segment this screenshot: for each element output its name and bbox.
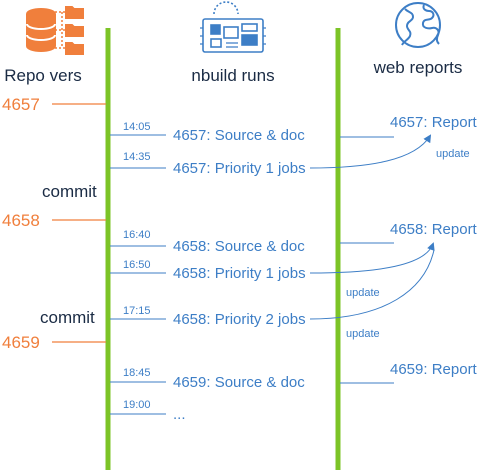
run-time: 14:35 [123,151,151,163]
report-label: 4658: Report [390,221,478,238]
run-label: 4659: Source & doc [173,374,305,391]
update-arrow [309,242,435,274]
run-item: 19:00 ... [110,399,186,423]
globe-icon [395,2,441,48]
run-time: 16:40 [123,229,151,241]
update-label: update [346,287,380,299]
run-item: 14:35 4657: Priority 1 jobs [110,151,306,177]
web-header: web reports [373,58,463,77]
update-label: update [436,148,470,160]
version-label: 4658 [2,211,40,230]
report-label: 4657: Report [390,114,478,131]
version-label: 4657 [2,95,40,114]
run-item: 18:45 4659: Source & doc [110,367,305,391]
update-arrow [309,249,435,320]
database-folders-icon [26,6,84,55]
nbuild-header: nbuild runs [191,66,274,85]
commit-label: commit [42,182,97,201]
run-label: ... [173,406,186,423]
run-label: 4658: Source & doc [173,238,305,255]
run-label: 4658: Priority 2 jobs [173,311,306,328]
circuit-board-icon [200,1,266,53]
run-label: 4657: Priority 1 jobs [173,160,306,177]
update-arrow [309,134,432,169]
run-label: 4658: Priority 1 jobs [173,265,306,282]
run-time: 18:45 [123,367,151,379]
run-item: 16:40 4658: Source & doc [110,229,305,255]
run-item: 14:05 4657: Source & doc [110,121,305,144]
run-item: 16:50 4658: Priority 1 jobs [110,259,306,282]
run-time: 14:05 [123,121,151,133]
run-item: 17:15 4658: Priority 2 jobs [110,305,306,328]
version-label: 4659 [2,333,40,352]
report-label: 4659: Report [390,361,478,378]
run-time: 16:50 [123,259,151,271]
run-time: 17:15 [123,305,151,317]
repo-header: Repo vers [4,66,81,85]
run-time: 19:00 [123,399,151,411]
run-label: 4657: Source & doc [173,127,305,144]
commit-label: commit [40,308,95,327]
update-label: update [346,328,380,340]
